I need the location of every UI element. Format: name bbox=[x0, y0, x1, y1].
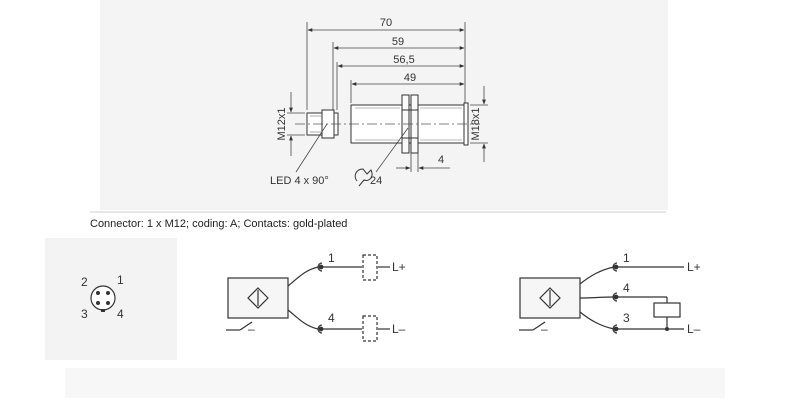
conn-dot-right-top bbox=[613, 264, 619, 270]
left-switch-sign: – bbox=[248, 322, 255, 336]
connector-caption: Connector: 1 x M12; coding: A; Contacts:… bbox=[90, 218, 348, 230]
thread-hatching bbox=[310, 107, 462, 141]
left-out-bottom: L– bbox=[392, 322, 406, 336]
nut-dim-label: 4 bbox=[438, 154, 444, 166]
thread-dim-m12 bbox=[287, 92, 305, 156]
led-leader bbox=[295, 123, 328, 173]
wrench-size-label: 24 bbox=[370, 175, 382, 187]
right-pin-mid: 4 bbox=[623, 281, 630, 295]
pin-label-2: 2 bbox=[81, 275, 88, 289]
pin-label-3: 3 bbox=[81, 307, 88, 321]
pin-2 bbox=[96, 291, 100, 295]
bottom-strip bbox=[65, 368, 725, 398]
conn-dot-left-top bbox=[318, 264, 324, 270]
coding-key bbox=[101, 309, 105, 312]
conn-dot-right-mid bbox=[613, 294, 619, 300]
nut-dim bbox=[396, 153, 450, 172]
right-switch-sign: – bbox=[541, 322, 548, 336]
left-out-top: L+ bbox=[392, 260, 406, 274]
right-out-bottom: L– bbox=[687, 322, 701, 336]
pin-label-4: 4 bbox=[117, 307, 124, 321]
junction-dot bbox=[665, 327, 669, 331]
dim-49: 49 bbox=[404, 72, 416, 84]
dim-59: 59 bbox=[392, 36, 404, 48]
thread-label-left: M12x1 bbox=[276, 107, 288, 140]
pin-3 bbox=[96, 301, 100, 305]
pinout-housing bbox=[90, 285, 116, 311]
conn-dot-right-bottom bbox=[613, 326, 619, 332]
thread-label-right: M18x1 bbox=[470, 107, 482, 140]
wiring-diagram-3wire bbox=[519, 262, 684, 334]
load-boxes-left bbox=[362, 254, 378, 342]
dim-56-5: 56,5 bbox=[393, 54, 414, 66]
pin-4 bbox=[106, 301, 110, 305]
m12-pinout bbox=[90, 285, 116, 312]
right-pin-top: 1 bbox=[623, 251, 630, 265]
right-pin-bottom: 3 bbox=[623, 311, 630, 325]
conn-dot-left-bottom bbox=[318, 326, 324, 332]
dim-overall-length: 70 bbox=[380, 17, 392, 29]
thread-dim-m18 bbox=[470, 86, 488, 162]
pin-1 bbox=[106, 291, 110, 295]
left-pin-top: 1 bbox=[328, 251, 335, 265]
pin-label-1: 1 bbox=[117, 273, 124, 287]
wrench-leader bbox=[375, 127, 409, 173]
dimension-lines bbox=[306, 22, 466, 110]
right-out-top: L+ bbox=[687, 260, 701, 274]
wrench-icon bbox=[354, 168, 373, 187]
wiring-diagram-2wire bbox=[226, 262, 390, 334]
led-label: LED 4 x 90° bbox=[270, 175, 329, 187]
left-pin-bottom: 4 bbox=[328, 311, 335, 325]
